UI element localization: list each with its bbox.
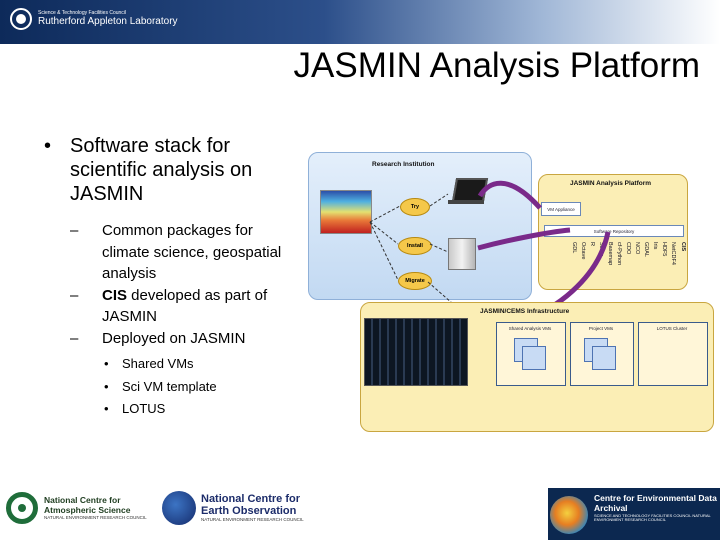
sub-bullet-text: developed as part of JASMIN — [102, 286, 268, 326]
ncas-logo: National Centre for Atmospheric Science … — [6, 492, 152, 524]
datacenter-photo — [364, 318, 468, 386]
dashed-line-2 — [429, 243, 449, 253]
server-icon — [448, 238, 476, 270]
footer-logos: National Centre for Atmospheric Science … — [0, 488, 720, 540]
stfc-logo: Science & Technology Facilities Council … — [10, 8, 178, 30]
arrow-try — [477, 180, 542, 210]
infrastructure-label: JASMIN/CEMS Infrastructure — [480, 308, 570, 315]
ceda-logo: Centre for Environmental Data Archival S… — [548, 488, 720, 540]
vm-icon — [592, 346, 616, 370]
arrow-install — [477, 227, 571, 251]
dashed-line-4 — [369, 221, 399, 245]
stfc-emblem-icon — [10, 8, 32, 30]
sub-sub-bullet: •Shared VMs — [104, 356, 194, 371]
cis-highlight: CIS — [102, 286, 128, 304]
architecture-diagram: Research Institution Try Install Migrate… — [308, 152, 716, 432]
sub-bullet: – CIS developed as part of JASMIN — [70, 286, 268, 326]
bullet-main-text: Software stack for scientific analysis o… — [70, 135, 253, 205]
vm-icon — [522, 346, 546, 370]
bullet-main: • Software stack for scientific analysis… — [44, 134, 294, 206]
ceda-globe-icon — [550, 496, 588, 534]
heatmap-thumbnail — [320, 190, 372, 234]
sub-bullet: – Common packages for climate science, g… — [70, 222, 282, 282]
try-tag: Try — [400, 198, 430, 216]
bullet-list: • Software stack for scientific analysis… — [44, 134, 294, 421]
lotus-cluster-group — [638, 322, 708, 386]
sub-bullet: – Deployed on JASMIN — [70, 329, 246, 347]
sub-sub-bullet: •Sci VM template — [104, 378, 217, 394]
sub-sub-bullet: •LOTUS — [104, 401, 166, 416]
nceo-globe-icon — [162, 491, 196, 525]
slide-title: JASMIN Analysis Platform — [293, 46, 701, 85]
research-institution-label: Research Institution — [372, 161, 435, 168]
header-band: Science & Technology Facilities Council … — [0, 0, 720, 44]
bullet-dot-icon: • — [44, 135, 52, 157]
migrate-tag: Migrate — [398, 272, 432, 290]
nceo-logo: National Centre for Earth Observation NA… — [162, 491, 321, 525]
vm-appliance-box: VM Appliance — [541, 202, 581, 216]
org-line-2: Rutherford Appleton Laboratory — [38, 16, 178, 28]
ncas-emblem-icon — [6, 492, 38, 524]
sub-bullet-text: Common packages for climate science, geo… — [102, 222, 282, 282]
dashed-line-6 — [427, 281, 509, 353]
jasmin-platform-label: JASMIN Analysis Platform — [570, 180, 652, 187]
dashed-line-1 — [429, 193, 449, 207]
dashed-line-3 — [369, 205, 401, 223]
install-tag: Install — [398, 237, 432, 255]
org-line-1: Science & Technology Facilities Council — [38, 9, 127, 16]
dashed-line-5 — [369, 221, 399, 281]
sub-bullet-text: Deployed on JASMIN — [102, 329, 246, 347]
